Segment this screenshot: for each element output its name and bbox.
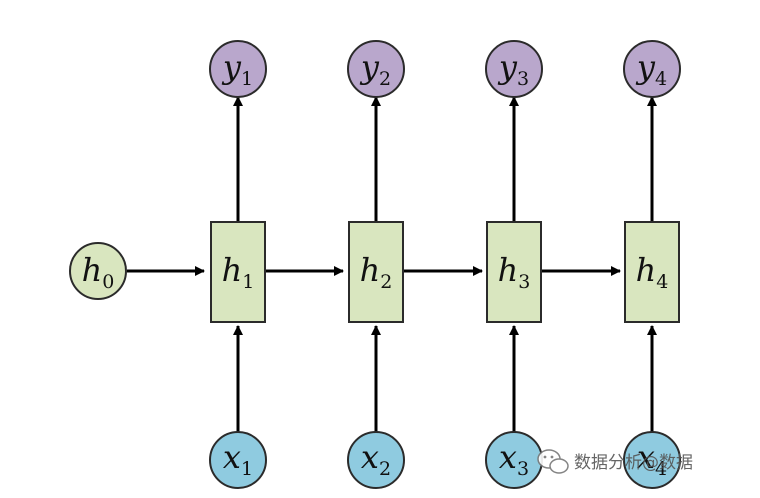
initial-state-circle bbox=[69, 242, 127, 300]
output-circle bbox=[623, 40, 681, 98]
hidden-state-base: h bbox=[360, 251, 381, 289]
svg-text:x1: x1 bbox=[223, 438, 253, 480]
hidden-state-sub: 4 bbox=[656, 271, 668, 293]
svg-text:x3: x3 bbox=[499, 438, 529, 480]
hidden-state-sub: 3 bbox=[518, 271, 530, 293]
output-node-3: y3 bbox=[485, 40, 543, 98]
input-base: x bbox=[223, 438, 241, 476]
hidden-state-base: h bbox=[222, 251, 243, 289]
output-node-2: y2 bbox=[347, 40, 405, 98]
initial-state-sub: 0 bbox=[102, 271, 114, 293]
input-sub: 2 bbox=[379, 458, 391, 480]
input-circle bbox=[347, 431, 405, 489]
output-base: y bbox=[221, 48, 242, 86]
svg-text:x2: x2 bbox=[361, 438, 391, 480]
output-circle bbox=[485, 40, 543, 98]
hidden-state-sub: 2 bbox=[380, 271, 392, 293]
arrows-layer bbox=[127, 96, 657, 432]
input-node-3: x3 bbox=[485, 431, 543, 489]
hidden-state-node-1: h1 bbox=[210, 221, 266, 323]
svg-text:y4: y4 bbox=[635, 48, 667, 90]
input-base: x bbox=[637, 438, 655, 476]
output-sub: 3 bbox=[517, 68, 529, 90]
input-sub: 4 bbox=[655, 458, 667, 480]
hidden-state-node-2: h2 bbox=[348, 221, 404, 323]
hidden-state-box bbox=[210, 221, 266, 323]
svg-text:h0: h0 bbox=[82, 251, 115, 293]
output-base: y bbox=[497, 48, 518, 86]
input-base: x bbox=[361, 438, 379, 476]
initial-state-node: h0 bbox=[69, 242, 127, 300]
svg-text:h4: h4 bbox=[636, 251, 669, 293]
input-circle bbox=[209, 431, 267, 489]
output-sub: 4 bbox=[655, 68, 667, 90]
hidden-state-node-3: h3 bbox=[486, 221, 542, 323]
input-base: x bbox=[499, 438, 517, 476]
output-sub: 2 bbox=[379, 68, 391, 90]
svg-text:y3: y3 bbox=[497, 48, 529, 90]
svg-text:y1: y1 bbox=[221, 48, 253, 90]
output-node-1: y1 bbox=[209, 40, 267, 98]
initial-state-base: h bbox=[82, 251, 103, 289]
output-circle bbox=[347, 40, 405, 98]
hidden-state-box bbox=[348, 221, 404, 323]
input-node-2: x2 bbox=[347, 431, 405, 489]
output-sub: 1 bbox=[241, 68, 253, 90]
output-base: y bbox=[359, 48, 380, 86]
input-node-1: x1 bbox=[209, 431, 267, 489]
wechat-icon bbox=[537, 449, 569, 474]
output-base: y bbox=[635, 48, 656, 86]
svg-text:y2: y2 bbox=[359, 48, 391, 90]
svg-text:x4: x4 bbox=[637, 438, 667, 480]
hidden-state-box bbox=[624, 221, 680, 323]
output-circle bbox=[209, 40, 267, 98]
hidden-state-base: h bbox=[636, 251, 657, 289]
input-circle bbox=[623, 431, 681, 489]
watermark: 数据分析@数据 bbox=[537, 449, 693, 474]
svg-text:h3: h3 bbox=[498, 251, 531, 293]
hidden-state-node-4: h4 bbox=[624, 221, 680, 323]
svg-text:h1: h1 bbox=[222, 251, 255, 293]
input-node-4: x4 bbox=[623, 431, 681, 489]
input-sub: 1 bbox=[241, 458, 253, 480]
hidden-state-base: h bbox=[498, 251, 519, 289]
watermark-text: 数据分析@数据 bbox=[574, 453, 693, 473]
hidden-state-sub: 1 bbox=[242, 271, 254, 293]
hidden-state-box bbox=[486, 221, 542, 323]
output-node-4: y4 bbox=[623, 40, 681, 98]
input-sub: 3 bbox=[517, 458, 529, 480]
svg-text:h2: h2 bbox=[360, 251, 393, 293]
